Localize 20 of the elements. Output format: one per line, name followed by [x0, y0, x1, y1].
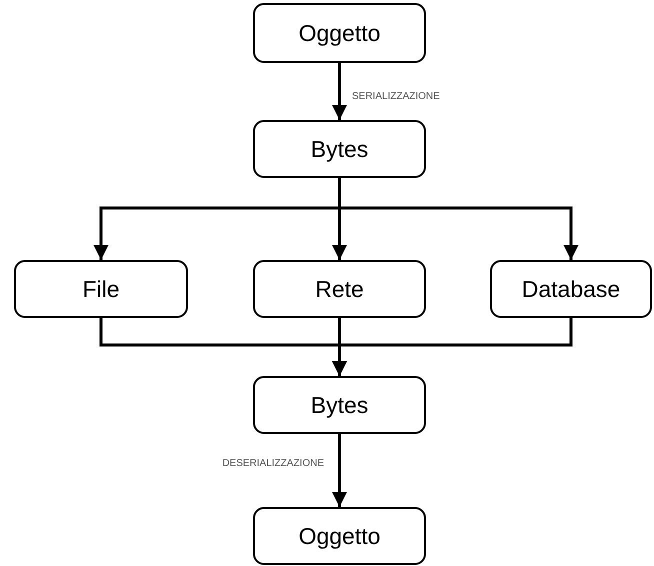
- arrow: [332, 434, 347, 507]
- node-label: Oggetto: [298, 522, 380, 550]
- node-label: File: [82, 276, 120, 302]
- node-label: Database: [522, 276, 620, 302]
- edge-label: DESERIALIZZAZIONE: [220, 458, 326, 469]
- process-box: [14, 260, 188, 318]
- process-box: [253, 260, 426, 318]
- process-box: [253, 120, 426, 178]
- edge-label: SERIALIZZAZIONE: [350, 91, 442, 102]
- process-box: [253, 507, 426, 565]
- arrow: [332, 318, 572, 376]
- process-box: [490, 260, 652, 318]
- process-box: [253, 3, 426, 63]
- process-box: [253, 376, 426, 434]
- arrow: [332, 63, 347, 120]
- node-label: Bytes: [310, 136, 368, 162]
- arrow: [338, 178, 578, 260]
- node-label: Oggetto: [298, 20, 380, 46]
- node-label: Rete: [315, 276, 364, 302]
- node-label: Bytes: [310, 392, 368, 418]
